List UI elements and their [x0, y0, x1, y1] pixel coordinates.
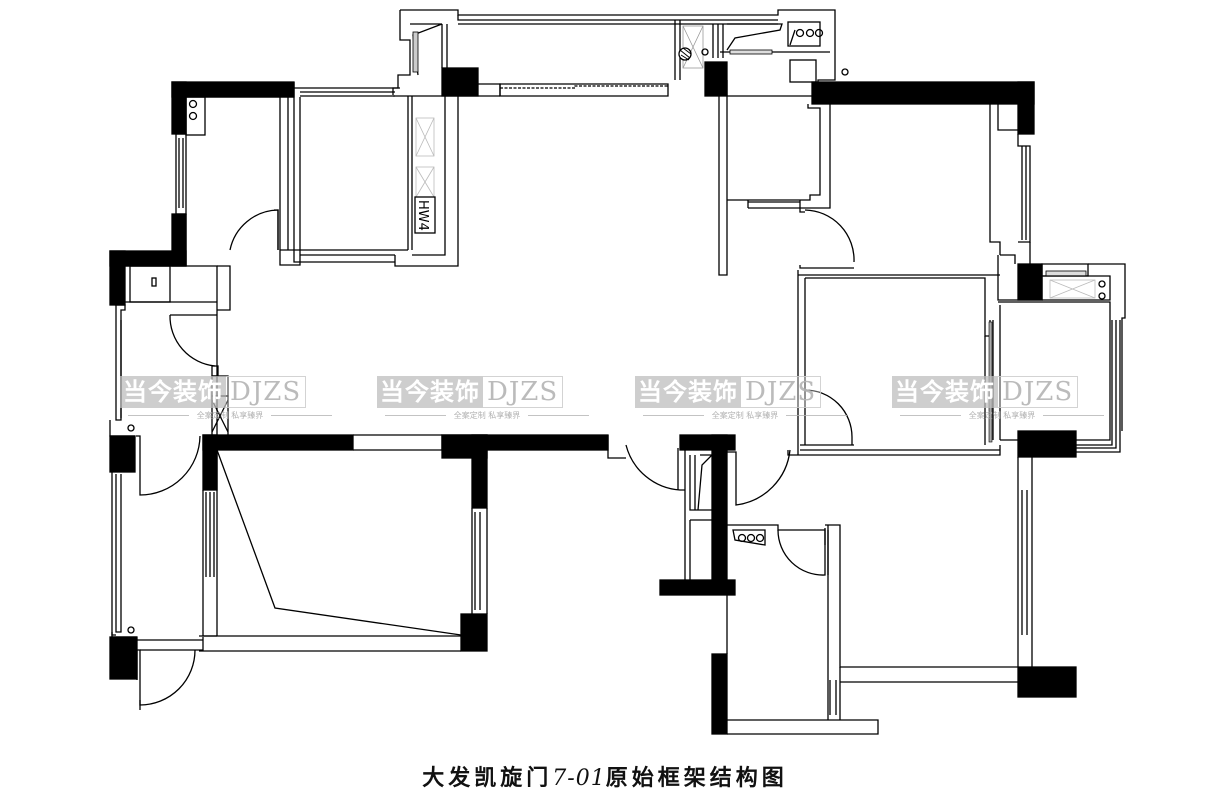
- svg-text:HW4: HW4: [415, 200, 430, 231]
- watermark-brand-cn: 当今装饰: [377, 376, 483, 408]
- watermark-brand-en: DJZS: [226, 376, 307, 408]
- watermark-brand-en: DJZS: [741, 376, 822, 408]
- shaft-hw4-label: HW4: [415, 200, 430, 231]
- watermark-brand-cn: 当今装饰: [120, 376, 226, 408]
- room-lower-left: [199, 434, 488, 652]
- title-unit-number: 7-01: [552, 766, 606, 791]
- room-far-right: [997, 255, 1126, 453]
- room-top-right: [718, 80, 1031, 276]
- room-top-center-left: [293, 82, 501, 267]
- drawing-title: 大发凯旋门7-01原始框架结构图: [0, 760, 1210, 792]
- structural-walls: [109, 61, 1077, 735]
- watermark-brand-cn: 当今装饰: [635, 376, 741, 408]
- center-bath: [607, 435, 1033, 735]
- watermark-brand-cn: 当今装饰: [892, 376, 998, 408]
- watermark-brand-en: DJZS: [483, 376, 564, 408]
- top-balcony: [392, 9, 849, 98]
- title-drawing-type: 原始框架结构图: [605, 766, 788, 791]
- watermark-tagline: 全案定制 私享臻界: [453, 411, 521, 420]
- watermark-tagline: 全案定制 私享臻界: [968, 411, 1036, 420]
- title-project: 大发凯旋门: [422, 766, 553, 791]
- watermark-tagline: 全案定制 私享臻界: [196, 411, 264, 420]
- watermark-tagline: 全案定制 私享臻界: [711, 411, 779, 420]
- room-top-left: [125, 96, 301, 311]
- watermark-brand-en: DJZS: [998, 376, 1079, 408]
